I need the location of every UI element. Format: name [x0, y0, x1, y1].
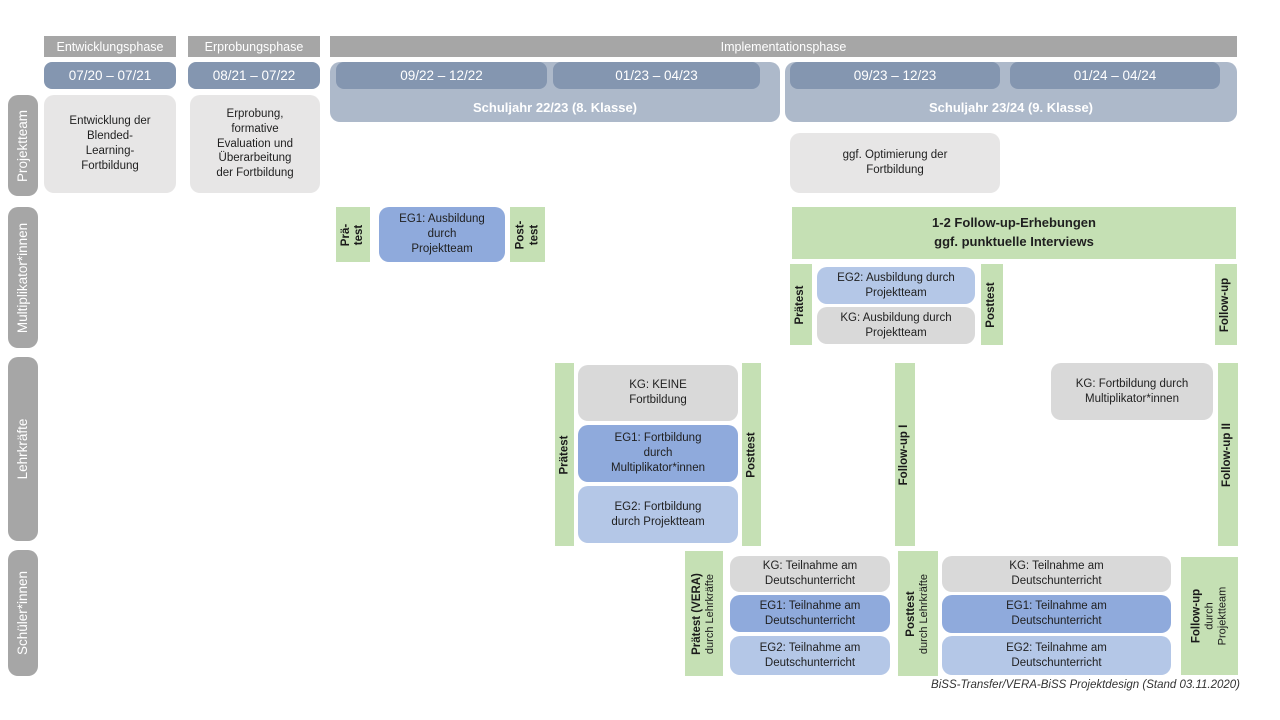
bar-followup-multiplikatoren: Follow-up: [1215, 264, 1237, 345]
box-kg-teilnahme-2: KG: Teilnahme am Deutschunterricht: [942, 556, 1171, 592]
followup-label: Follow-up: [1190, 588, 1203, 644]
footer-caption: BiSS-Transfer/VERA-BiSS Projektdesign (S…: [931, 679, 1240, 691]
phase-header-erprobung: Erprobungsphase: [188, 36, 320, 57]
praetest-label: Prätest: [794, 285, 807, 324]
posttest-label: Post- test: [514, 220, 540, 249]
bar-posttest-lehrkraefte: Posttest: [742, 363, 761, 546]
box-eg1-fortbildung-multiplikatoren: EG1: Fortbildung durch Multiplikator*inn…: [578, 425, 738, 482]
bar-praetest-vera-schueler: Prätest (VERA) durch Lehrkräfte: [685, 551, 723, 676]
bar-followup2-lehrkraefte: Follow-up II: [1218, 363, 1238, 546]
bar-followup-erhebungen: 1-2 Follow-up-Erhebungen ggf. punktuelle…: [792, 207, 1236, 259]
row-label-schueler-text: Schüler*innen: [15, 570, 31, 656]
posttest-label: Posttest: [985, 281, 998, 328]
row-label-lehrkraefte-text: Lehrkräfte: [15, 418, 31, 480]
row-label-lehrkraefte: Lehrkräfte: [8, 357, 38, 541]
box-eg2-teilnahme-2: EG2: Teilnahme am Deutschunterricht: [942, 636, 1171, 675]
box-eg2-ausbildung-projektteam: EG2: Ausbildung durch Projektteam: [817, 267, 975, 304]
praetest-label: Prä- test: [339, 223, 365, 246]
row-label-multiplikatoren: Multiplikator*innen: [8, 207, 38, 348]
schuljahr-22-23-label: Schuljahr 22/23 (8. Klasse): [472, 100, 638, 115]
bar-posttest-multiplikatoren-1: Post- test: [510, 207, 545, 262]
box-erprobung-evaluation: Erprobung, formative Evaluation und Über…: [190, 95, 320, 193]
posttest-label: Posttest: [905, 590, 918, 637]
box-eg1-teilnahme-2: EG1: Teilnahme am Deutschunterricht: [942, 595, 1171, 633]
praetest-vera-label: Prätest (VERA): [691, 572, 704, 655]
date-range-1: 07/20 – 07/21: [44, 62, 176, 89]
box-kg-keine-fortbildung: KG: KEINE Fortbildung: [578, 365, 738, 421]
durch-projektteam-label: durch Projektteam: [1203, 586, 1229, 646]
phase-header-entwicklung: Entwicklungsphase: [44, 36, 176, 57]
box-eg1-ausbildung-projektteam: EG1: Ausbildung durch Projektteam: [379, 207, 505, 262]
date-range-6: 01/24 – 04/24: [1010, 62, 1220, 89]
followup-label: Follow-up: [1219, 277, 1232, 332]
date-range-5: 09/23 – 12/23: [790, 62, 1000, 89]
posttest-label: Posttest: [744, 431, 757, 478]
bar-praetest-multiplikatoren-1: Prä- test: [336, 207, 370, 262]
row-label-schueler: Schüler*innen: [8, 550, 38, 676]
bar-praetest-lehrkraefte: Prätest: [555, 363, 574, 546]
bar-praetest-multiplikatoren-2: Prätest: [790, 264, 812, 345]
date-range-2: 08/21 – 07/22: [188, 62, 320, 89]
bar-posttest-multiplikatoren-2: Posttest: [981, 264, 1003, 345]
praetest-label: Prätest: [557, 435, 570, 474]
box-kg-fortbildung-multiplikatoren: KG: Fortbildung durch Multiplikator*inne…: [1051, 363, 1213, 420]
date-range-3: 09/22 – 12/22: [336, 62, 547, 89]
box-optimierung-fortbildung: ggf. Optimierung der Fortbildung: [790, 133, 1000, 193]
row-label-projektteam: Projektteam: [8, 95, 38, 196]
box-eg2-fortbildung-projektteam: EG2: Fortbildung durch Projektteam: [578, 486, 738, 543]
box-kg-teilnahme-1: KG: Teilnahme am Deutschunterricht: [730, 556, 890, 592]
followup2-label: Follow-up II: [1221, 422, 1234, 487]
date-range-4: 01/23 – 04/23: [553, 62, 760, 89]
phase-header-implementation: Implementationsphase: [330, 36, 1237, 57]
box-kg-ausbildung-projektteam: KG: Ausbildung durch Projektteam: [817, 307, 975, 344]
box-eg1-teilnahme-1: EG1: Teilnahme am Deutschunterricht: [730, 595, 890, 632]
row-label-multiplikatoren-text: Multiplikator*innen: [15, 222, 31, 333]
durch-lehrkraefte-label: durch Lehrkräfte: [918, 573, 931, 654]
bar-followup-schueler: Follow-up durch Projektteam: [1181, 557, 1238, 675]
row-label-projektteam-text: Projektteam: [15, 109, 31, 182]
durch-lehrkraefte-label: durch Lehrkräfte: [704, 573, 717, 654]
bar-posttest-schueler: Posttest durch Lehrkräfte: [898, 551, 938, 676]
box-eg2-teilnahme-1: EG2: Teilnahme am Deutschunterricht: [730, 636, 890, 675]
schuljahr-23-24-label: Schuljahr 23/24 (9. Klasse): [928, 100, 1094, 115]
followup1-label: Follow-up I: [898, 424, 911, 485]
bar-followup1-lehrkraefte: Follow-up I: [895, 363, 915, 546]
box-entwicklung-fortbildung: Entwicklung der Blended- Learning- Fortb…: [44, 95, 176, 193]
